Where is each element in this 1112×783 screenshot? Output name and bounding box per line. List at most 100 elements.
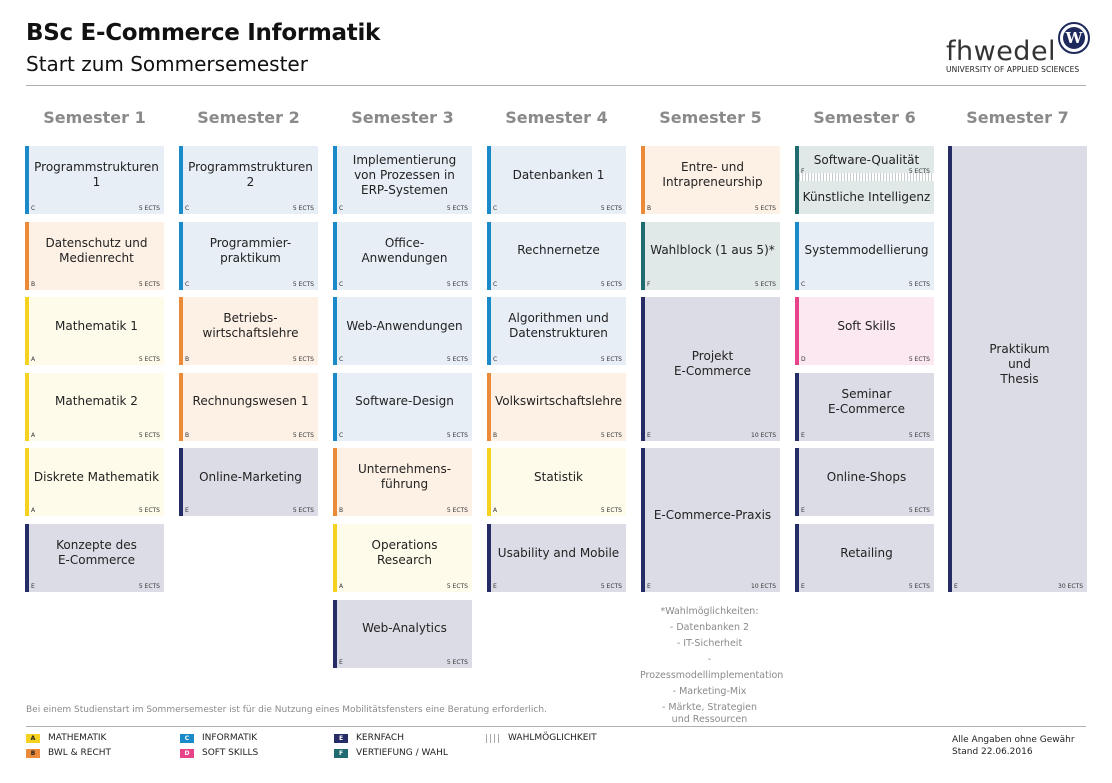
module-title: Office- Anwendungen [361,235,448,265]
logo-wordmark: fhwedel [946,36,1057,67]
category-code: B [339,507,344,515]
legend-swatch: B [26,748,40,758]
category-bar [641,297,645,441]
legend-hatch-swatch [486,733,500,743]
wahl-note-line: - Datenbanken 2 [669,622,750,633]
category-bar [795,372,799,441]
ects-value: 5 ECTS [908,507,930,515]
module-title: Diskrete Mathematik [33,469,160,484]
category-code: D [801,356,806,364]
category-bar [487,372,491,441]
category-code-top: F [801,168,805,175]
category-code: C [339,431,344,439]
ects-value-top: 5 ECTS [908,168,930,175]
wahl-note-line: - Marketing-Mix [672,686,747,697]
legend-label: INFORMATIK [202,733,258,743]
ects-value: 5 ECTS [138,507,160,515]
module-title: Soft Skills [837,318,896,333]
module-title: Rechnernetze [517,243,600,258]
category-code: C [801,280,806,288]
category-bar [333,524,337,592]
legend-label: KERNFACH [356,733,404,743]
category-bar [179,448,183,517]
module-title: E-Commerce-Praxis [653,507,772,522]
category-code: E [647,431,651,439]
category-code: A [493,507,498,515]
category-code: B [493,431,498,439]
module-title: Programmstrukturen 1 [34,160,159,189]
category-code: A [31,431,36,439]
logo-emblem-letter: W [1063,27,1085,49]
wahl-note-line: und Ressourcen [671,714,748,725]
ects-value: 5 ECTS [446,507,468,515]
ects-value: 5 ECTS [138,205,160,212]
semester-header-1: Semester 1 [43,108,146,127]
ects-value: 5 ECTS [138,431,160,439]
category-code: C [185,280,190,288]
page-title: BSc E-Commerce Informatik [26,20,381,46]
category-bar [333,448,337,517]
wahl-note-line: - IT-Sicherheit [676,638,743,649]
category-bar [795,221,799,290]
module-title: Operations Research [371,538,438,567]
module-title: Usability and Mobile [497,545,620,560]
module-title: Web-Analytics [362,621,447,636]
wahl-note-line: - Prozessmodellimplementation [640,654,784,681]
category-bar [179,297,183,366]
category-code: C [339,356,344,364]
category-bar [795,146,799,214]
legend-label: BWL & RECHT [48,748,111,758]
ects-value: 5 ECTS [908,356,930,364]
legend-swatch: D [180,748,194,758]
fh-wedel-logo: fhwedel W UNIVERSITY OF APPLIED SCIENCES [946,22,1090,78]
module-title: Rechnungswesen 1 [192,394,309,409]
module-title: Datenschutz und Medienrecht [45,235,148,265]
semester-header-5: Semester 5 [659,108,762,127]
ects-value: 5 ECTS [600,431,622,439]
ects-value: 5 ECTS [446,356,468,364]
category-bar [641,448,645,592]
category-bar [333,146,337,214]
category-code: E [185,507,189,515]
module-title: Mathematik 1 [55,318,138,333]
semester-header-6: Semester 6 [813,108,916,127]
legend-swatch: E [334,733,348,743]
module-card: Implementierung von Prozessen in ERP-Sys… [333,146,472,214]
ects-value: 10 ECTS [751,431,776,439]
category-code: E [801,507,805,515]
semester-header-3: Semester 3 [351,108,454,127]
ects-value: 5 ECTS [600,583,622,590]
module-title: Mathematik 2 [55,394,138,409]
category-code: C [339,205,344,212]
category-bar [641,146,645,214]
legend-item-e: E KERNFACH [334,733,404,743]
module-title: Algorithmen und Datenstrukturen [508,311,609,341]
module-title: Konzepte des E-Commerce [56,538,137,567]
ects-value: 5 ECTS [908,583,930,590]
ects-value: 5 ECTS [138,583,160,590]
legend-item-wahlmoeglichkeit: WAHLMÖGLICHKEIT [486,733,597,743]
category-bar [25,146,29,214]
legend-swatch: A [26,733,40,743]
category-bar [333,372,337,441]
ects-value: 5 ECTS [446,583,468,590]
ects-value: 30 ECTS [1058,583,1083,590]
wahl-note-line: *Wahlmöglichkeiten: [660,606,759,617]
category-code: B [31,280,36,288]
category-code: E [954,583,958,590]
